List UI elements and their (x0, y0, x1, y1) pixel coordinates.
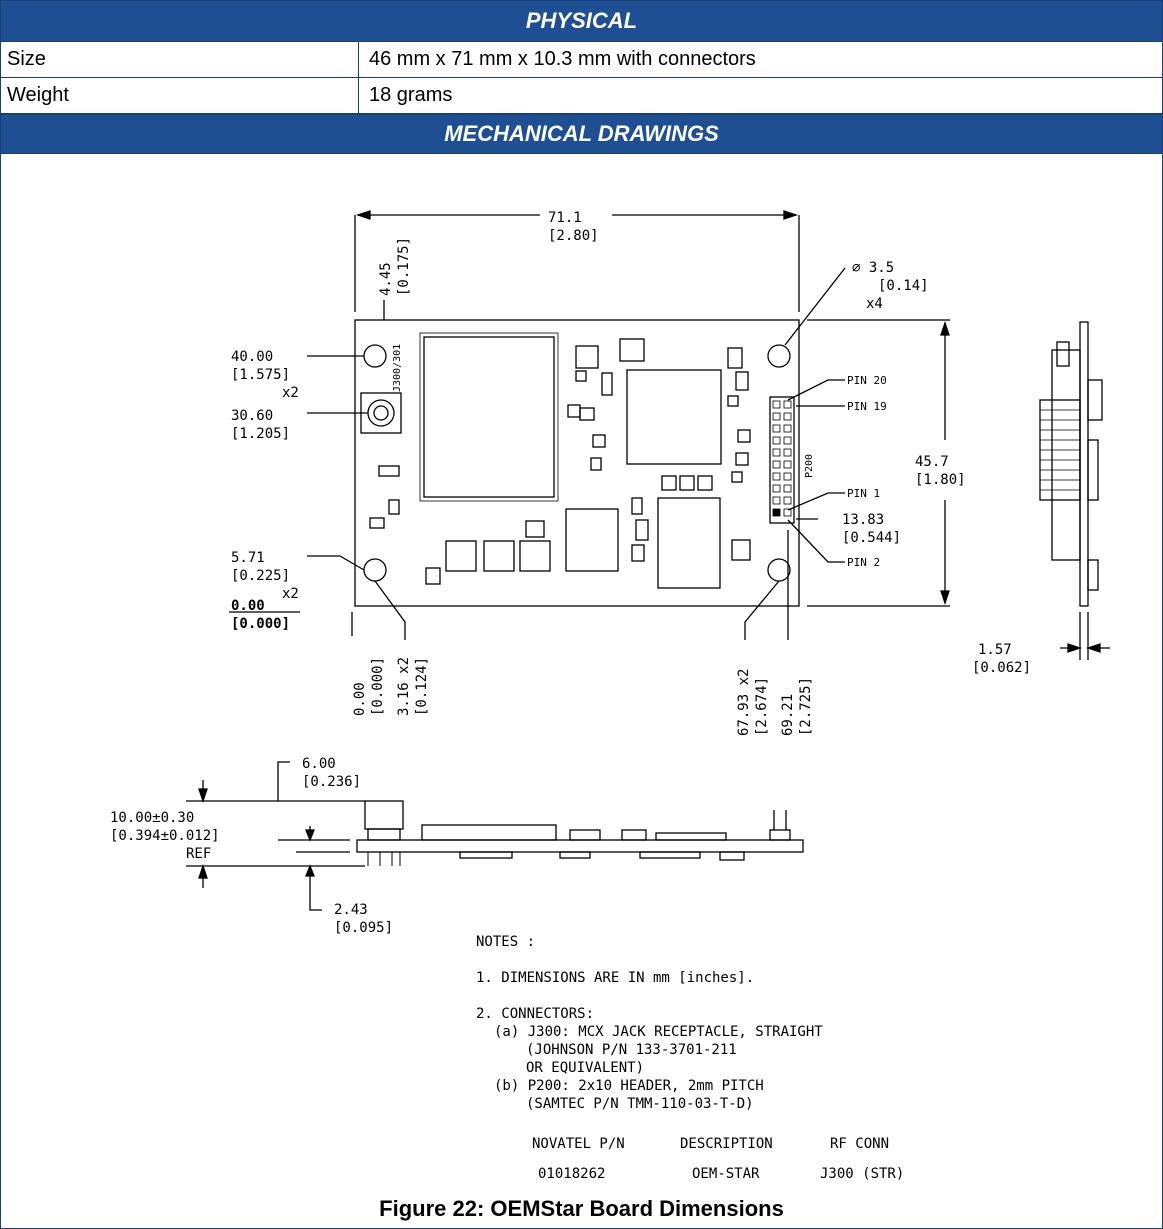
y0-mm: 0.00 (231, 598, 265, 614)
y571-mm: 5.71 (231, 550, 265, 566)
note-1: 1. DIMENSIONS ARE IN mm [inches]. (476, 970, 754, 986)
y0-in: [0.000] (231, 616, 290, 632)
table-row: Weight 18 grams (0, 78, 1163, 114)
y571-count: x2 (282, 586, 299, 602)
side-h-in: [0.394±0.012] (110, 828, 220, 844)
size-value: 46 mm x 71 mm x 10.3 mm with connectors (369, 48, 756, 70)
x6921-mm: 69.21 (780, 694, 796, 736)
width-in: [2.80] (548, 228, 599, 244)
side-243-mm: 2.43 (334, 902, 368, 918)
pin-pitch-mm: 13.83 (842, 512, 884, 528)
connector-label: J300/301 (392, 344, 403, 392)
j-offset-in: [0.175] (396, 237, 412, 296)
x0-in: [0.000] (370, 657, 386, 716)
hole-dia-mm: ⌀ 3.5 (852, 260, 894, 276)
note-2a-line3: OR EQUIVALENT) (526, 1060, 644, 1076)
pin20-label: PIN 20 (847, 374, 887, 387)
part-desc: OEM-STAR (692, 1166, 760, 1182)
part-col-pn: NOVATEL P/N (532, 1136, 625, 1152)
part-pn: 01018262 (538, 1166, 605, 1182)
notes-title: NOTES : (476, 934, 535, 950)
side-h-mm: 10.00±0.30 (110, 810, 194, 826)
mechanical-header: MECHANICAL DRAWINGS (0, 114, 1163, 154)
y571-in: [0.225] (231, 568, 290, 584)
header-label: P200 (804, 454, 815, 478)
part-rf: J300 (STR) (820, 1166, 904, 1182)
pin-pitch-in: [0.544] (842, 530, 901, 546)
hole-dia-in: [0.14] (878, 278, 929, 294)
hole-count: x4 (866, 296, 883, 312)
note-2b-line2: (SAMTEC P/N TMM-110-03-T-D) (526, 1096, 754, 1112)
y40-count: x2 (282, 385, 299, 401)
note-2a-line2: (JOHNSON P/N 133-3701-211 (526, 1042, 737, 1058)
height-mm: 45.7 (915, 454, 949, 470)
pin19-label: PIN 19 (847, 400, 887, 413)
y40-mm: 40.00 (231, 349, 273, 365)
side-ref: REF (186, 846, 211, 862)
part-col-rf: RF CONN (830, 1136, 889, 1152)
note-2: 2. CONNECTORS: (476, 1006, 594, 1022)
side-6-mm: 6.00 (302, 756, 336, 772)
table-row: Size 46 mm x 71 mm x 10.3 mm with connec… (0, 42, 1163, 78)
thickness-mm: 1.57 (978, 642, 1012, 658)
width-mm: 71.1 (548, 210, 582, 226)
side-243-in: [0.095] (334, 920, 393, 936)
weight-label: Weight (1, 78, 359, 113)
note-2b-line1: (b) P200: 2x10 HEADER, 2mm PITCH (494, 1078, 764, 1094)
size-label: Size (1, 42, 359, 77)
x6921-in: [2.725] (798, 677, 814, 736)
j-offset-mm: 4.45 (378, 262, 394, 296)
x6793-mm: 67.93 x2 (736, 669, 752, 736)
pin1-label: PIN 1 (847, 487, 880, 500)
y40-in: [1.575] (231, 367, 290, 383)
pin2-label: PIN 2 (847, 556, 880, 569)
physical-header: PHYSICAL (0, 0, 1163, 42)
thickness-in: [0.062] (972, 660, 1031, 676)
part-col-desc: DESCRIPTION (680, 1136, 773, 1152)
note-2a-line1: (a) J300: MCX JACK RECEPTACLE, STRAIGHT (494, 1024, 823, 1040)
x316-in: [0.124] (414, 657, 430, 716)
x6793-in: [2.674] (754, 677, 770, 736)
x0-mm: 0.00 (352, 682, 368, 716)
side-6-in: [0.236] (302, 774, 361, 790)
x316-mm: 3.16 x2 (396, 657, 412, 716)
y30-mm: 30.60 (231, 408, 273, 424)
height-in: [1.80] (915, 472, 966, 488)
weight-value: 18 grams (369, 84, 453, 106)
y30-in: [1.205] (231, 426, 290, 442)
figure-caption: Figure 22: OEMStar Board Dimensions (379, 1196, 784, 1221)
